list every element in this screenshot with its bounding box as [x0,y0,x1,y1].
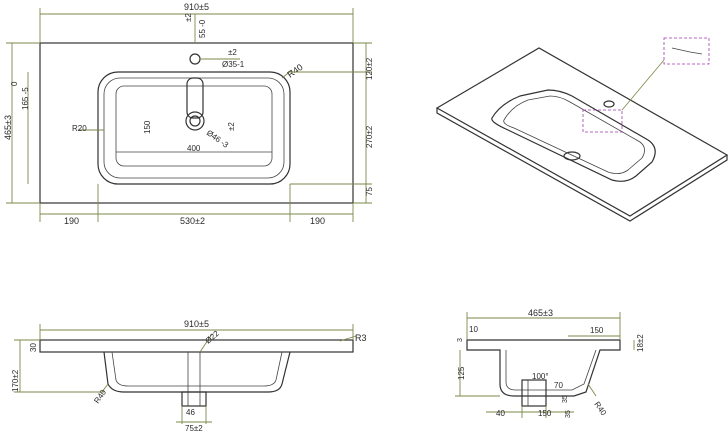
side-angle: 100° [532,372,549,381]
isometric-view [435,37,728,222]
countertop-3d-edge [436,108,728,222]
front-view: 910±5 Ø22 R3 170±2 30 R40 46 75±2 [11,319,367,433]
depth-total-label: 465±3 [3,115,13,140]
side-height-125: 125 [457,366,466,380]
countertop-3d-top [435,47,728,217]
inner-radius-label: R20 [72,124,87,133]
drain-3d [563,151,581,161]
front-drain-width: 46 [186,408,195,417]
front-drain-body [181,391,207,407]
tap-hole-tol: ±2 [228,48,237,57]
basin-front-gap: 0 [10,81,19,86]
detail-box-large [663,37,710,65]
back-margin-label: 120±2 [365,57,374,80]
front-width-label: 910±5 [184,319,209,329]
drain-inner [189,115,201,127]
detail-box-small [582,109,623,133]
detail-leader [621,59,665,111]
side-bottom-150: 150 [538,409,552,418]
side-dim-70: 70 [554,381,563,390]
basin-depth-label: 270±2 [365,125,374,148]
tap-hole-label: Ø35-1 [222,60,245,69]
top-view: 910±5 ±2 55 -0 ±2 Ø35-1 R40 465±3 0 165 … [3,2,374,226]
basin-floor [115,85,273,167]
front-radius-r3: R3 [355,333,367,343]
bottom-center-label: 530±2 [180,216,205,226]
side-dim-35: 35 [562,395,569,403]
detail-sketch [671,47,703,55]
overflow-channel [186,77,204,119]
drain-tol: ±2 [227,122,236,131]
front-height-label: 170±2 [11,369,20,392]
side-profile-inner [505,349,597,391]
front-slab [39,339,354,353]
side-lip-label: 10 [469,325,478,334]
tap-hole-3d [603,100,615,108]
inner-400-label: 400 [187,144,201,153]
tap-offset: 55 -0 [198,19,207,38]
basin-3d-inner [503,95,645,174]
basin-3d-rim [491,89,656,182]
side-right-18: 18±2 [636,334,645,352]
side-lip2-label: 3 [457,338,464,342]
front-drain-base: 75±2 [185,424,203,433]
side-bottom-35: 35 [565,410,572,418]
inner-150-label: 150 [143,120,152,134]
front-radius-label: R40 [92,388,108,406]
front-margin-label: 75 [365,187,374,196]
countertop-outline [39,42,354,204]
side-drain [521,379,547,407]
basin-front-label: 165 -5 [21,87,30,110]
tap-offset-tol: ±2 [184,13,193,22]
side-view: 465±3 10 3 150 18±2 125 100° 70 35 R40 4… [455,308,645,418]
tap-hole [189,53,201,65]
side-bottom-40: 40 [496,409,505,418]
basin-inner-outline [103,77,285,179]
front-slab-label: 30 [29,343,38,352]
bottom-right-label: 190 [310,216,325,226]
side-depth-label: 465±3 [528,308,553,318]
top-width-label: 910±5 [184,2,209,12]
bottom-left-label: 190 [64,216,79,226]
basin-outline [97,71,291,185]
side-top-150: 150 [590,326,604,335]
side-profile [466,339,621,397]
drain-outer [185,111,205,131]
corner-radius-label: R40 [285,62,304,80]
side-radius: R40 [592,400,608,418]
front-basin-inner [111,351,283,387]
front-drain-dia: Ø22 [204,329,222,346]
